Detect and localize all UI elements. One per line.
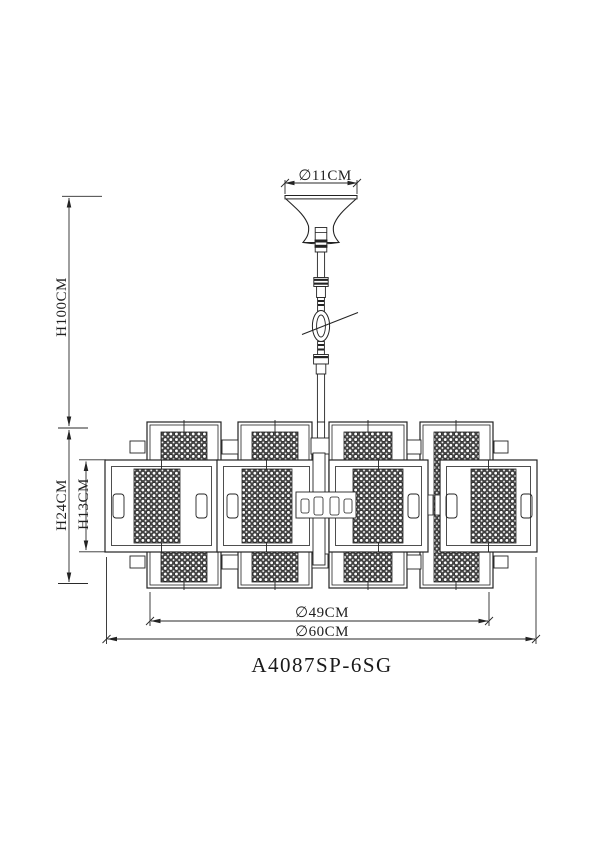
- dimension-label: ∅49CM: [295, 605, 349, 621]
- dim-canopy-diameter: ∅11CM: [280, 168, 362, 194]
- tick: [102, 634, 111, 644]
- dimension-label: H24CM: [54, 479, 70, 531]
- dimension-label: ∅60CM: [295, 624, 349, 640]
- mesh-panel: [470, 468, 517, 544]
- center-crossbar: [295, 491, 357, 519]
- tick: [352, 178, 362, 188]
- suspension-rod-assembly: [301, 251, 359, 423]
- chain-link: [317, 341, 325, 355]
- dim-overall-height: H100CM: [54, 195, 102, 429]
- model-number: A4087SP-6SG: [251, 653, 392, 677]
- dimension-label: ∅11CM: [298, 168, 351, 184]
- side-slot: [520, 493, 533, 519]
- length-break-line: [301, 312, 359, 335]
- side-slot: [112, 493, 125, 519]
- mesh-panel: [352, 468, 404, 544]
- dim-body-height: H24CM: [54, 429, 88, 584]
- tick: [531, 634, 541, 644]
- side-slot: [226, 493, 239, 519]
- dim-overall-diameter: ∅60CM: [102, 557, 541, 644]
- rod-coupler: [313, 354, 329, 365]
- gap-links: [427, 494, 441, 516]
- canopy-top-rim: [284, 195, 358, 200]
- tick: [484, 616, 494, 626]
- dim-body-diameter: ∅49CM: [145, 592, 494, 626]
- tick: [145, 616, 155, 626]
- ceiling-canopy: [284, 195, 358, 253]
- rod-coupler: [315, 363, 327, 375]
- dimension-label: H100CM: [54, 277, 70, 337]
- nipple-ring: [314, 239, 328, 243]
- side-slot: [407, 493, 420, 519]
- side-slot: [195, 493, 208, 519]
- upper-rod: [316, 251, 326, 278]
- side-slot: [445, 493, 458, 519]
- center-hub: [295, 452, 357, 566]
- front-frame: [328, 459, 429, 553]
- mesh-panel: [133, 468, 181, 544]
- rod-coupler: [316, 286, 326, 298]
- dim-shade-height: H13CM: [76, 459, 106, 553]
- swivel-ring-inner: [316, 314, 326, 338]
- lower-rod: [316, 373, 326, 423]
- tick: [280, 178, 290, 188]
- front-frame: [104, 459, 219, 553]
- dimensions: ∅11CM H100CM H24CM H13CM: [54, 168, 541, 644]
- front-frame: [439, 459, 538, 553]
- mesh-panel: [241, 468, 293, 544]
- dimension-label: H13CM: [76, 478, 92, 530]
- chandelier-body: [104, 420, 538, 590]
- nipple-ring: [314, 244, 328, 248]
